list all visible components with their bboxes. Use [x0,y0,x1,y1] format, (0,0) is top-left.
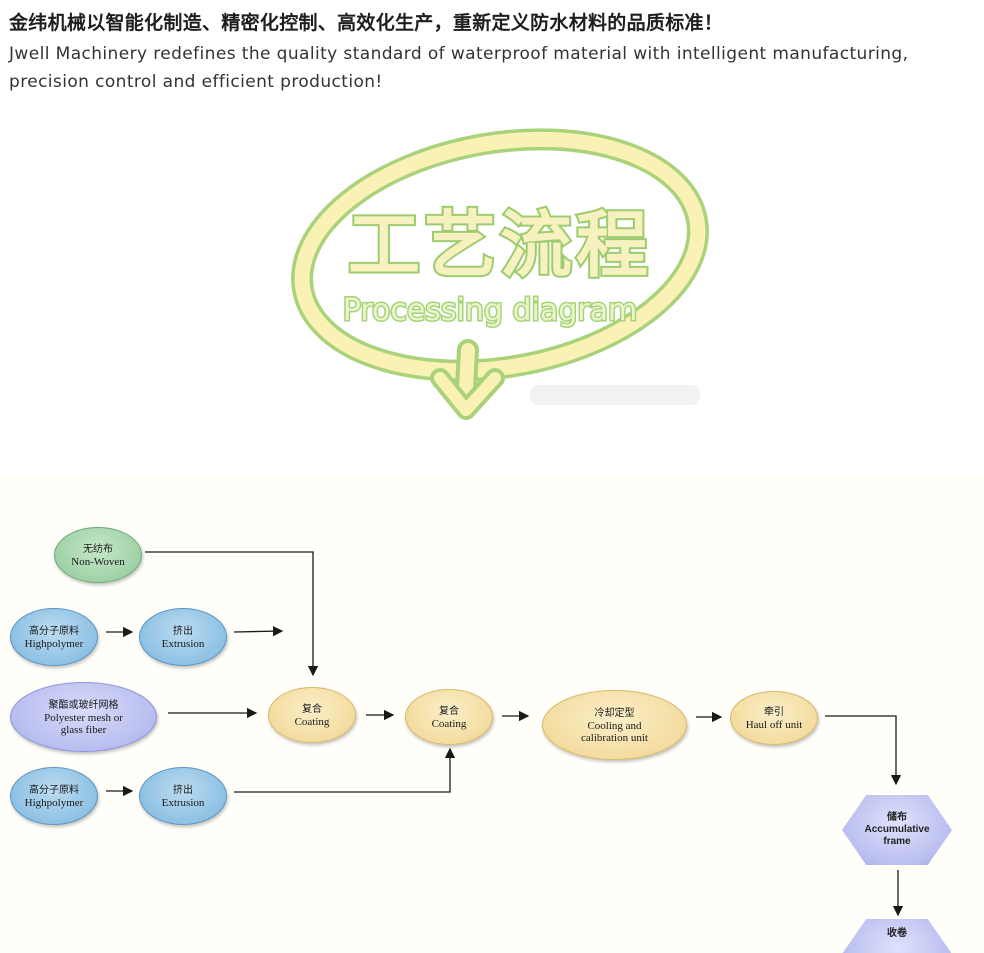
node-coating-2: 复合 Coating [405,689,493,745]
arrow-extrusion1-out [233,625,284,637]
arrow-hauloff-accum [825,715,902,786]
arrow-extrusion2-coating2 [234,747,456,793]
process-flow-diagram: 无纺布 Non-Woven 高分子原料 Highpolymer 挤出 Extru… [0,477,984,953]
node-highpolymer-1: 高分子原料 Highpolymer [10,608,98,666]
node-extrusion-2: 挤出 Extrusion [139,767,227,825]
node-cooling-calibration: 冷却定型 Cooling and calibration unit [542,690,687,760]
node-extrusion-1: 挤出 Extrusion [139,608,227,666]
node-nonwoven: 无纺布 Non-Woven [54,527,142,583]
logo-title-en: Processing diagram [343,293,637,328]
logo-title-zh: 工艺流程 [348,203,652,287]
node-highpolymer-2: 高分子原料 Highpolymer [10,767,98,825]
node-winder: 收卷 [842,919,952,953]
flow-connectors [106,551,904,917]
node-haul-off: 牵引 Haul off unit [730,691,818,745]
node-coating-1: 复合 Coating [268,687,356,743]
node-accumulative-frame: 储布 Accumulative frame [842,795,952,865]
processing-diagram-logo: 工艺流程 Processing diagram [291,128,709,420]
headline-zh: 金纬机械以智能化制造、精密化控制、高效化生产，重新定义防水材料的品质标准！ [9,12,724,34]
arrow-nonwoven-coating [145,551,319,677]
headline-en: Jwell Machinery redefines the quality st… [9,44,909,92]
node-polyester-mesh: 聚酯或玻纤网格 Polyester mesh or glass fiber [10,682,157,752]
